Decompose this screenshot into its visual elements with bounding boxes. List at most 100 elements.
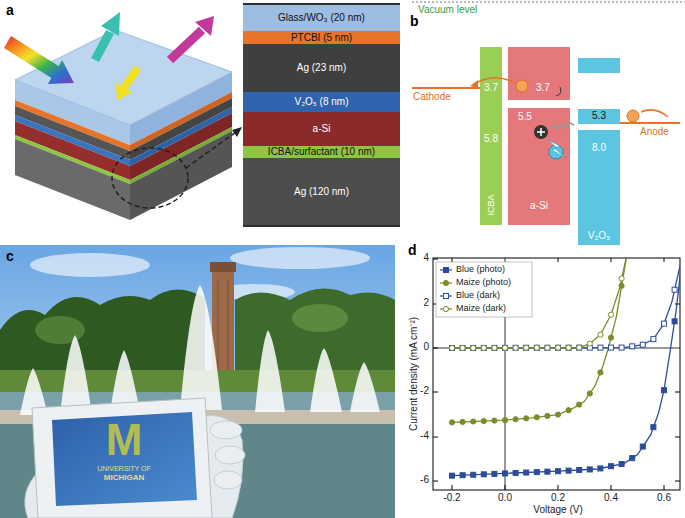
iv-curve (452, 258, 627, 348)
data-marker (513, 470, 518, 475)
data-marker (524, 470, 529, 475)
energy-value: 5.3 (592, 110, 606, 122)
layer-label: ICBA/surfactant (10 nm) (268, 146, 375, 158)
data-marker (566, 408, 571, 413)
legend-text: Maize (photo) (456, 278, 511, 287)
tick-label: 2 (423, 298, 429, 308)
layer-band: ICBA/surfactant (10 nm) (243, 146, 400, 158)
figure-label: M (106, 418, 143, 462)
data-marker (492, 471, 497, 476)
iv-curve (452, 258, 680, 476)
data-marker (566, 468, 571, 473)
energy-value: 5.5 (518, 111, 532, 123)
layer-label: Ag (120 nm) (294, 186, 349, 198)
data-marker (609, 464, 614, 469)
data-marker (534, 345, 539, 350)
data-marker (640, 444, 645, 449)
layer-label: Ag (23 nm) (297, 62, 346, 74)
layer-band: a-Si (243, 112, 400, 146)
iv-curve (452, 258, 627, 422)
layer-label: a-Si (313, 123, 331, 135)
data-marker (651, 337, 656, 342)
legend-sample-marker (443, 306, 448, 311)
chart-axes (433, 258, 680, 490)
data-marker (672, 287, 677, 292)
data-marker (524, 416, 529, 421)
panel-letter: d (408, 243, 417, 257)
figure-label: MICHIGAN (104, 474, 144, 482)
data-marker (587, 467, 592, 472)
tick-label: -4 (420, 431, 429, 441)
energy-level-box: 8.0V₂O₅ (578, 130, 620, 245)
data-marker (598, 466, 603, 471)
data-marker (481, 472, 486, 477)
photo (0, 245, 395, 518)
data-marker (577, 468, 582, 473)
layer-band: Glass/WO₃ (20 nm) (243, 5, 400, 31)
data-marker (566, 345, 571, 350)
energy-level-box: 3.7 (508, 47, 570, 100)
legend-text: Blue (dark) (456, 291, 500, 300)
data-marker (651, 425, 656, 430)
data-marker (503, 471, 508, 476)
iv-curve (452, 258, 680, 348)
figure-label: Cathode (413, 92, 451, 102)
energy-value: ICBA (485, 194, 497, 215)
data-marker (503, 345, 508, 350)
data-marker (577, 402, 582, 407)
data-marker (460, 473, 465, 478)
data-marker (450, 346, 455, 351)
energy-value: 3.7 (484, 82, 498, 94)
data-marker (598, 370, 603, 375)
data-marker (471, 345, 476, 350)
data-marker (450, 473, 455, 478)
data-marker (640, 342, 645, 347)
data-marker (598, 345, 603, 350)
energy-diagram (412, 2, 685, 245)
panel-letter: a (6, 3, 14, 17)
layer-band: PTCBI (5 nm) (243, 31, 400, 44)
data-marker (555, 345, 560, 350)
data-marker (481, 418, 486, 423)
data-marker (524, 345, 529, 350)
tick-label: -2 (420, 386, 429, 396)
data-marker (492, 345, 497, 350)
data-marker (672, 319, 677, 324)
data-marker (460, 419, 465, 424)
legend-sample-marker (444, 268, 449, 273)
data-marker (502, 418, 507, 423)
energy-level-box: 5.3 (578, 109, 620, 124)
energy-value: V₂O₅ (588, 230, 610, 242)
panel-letter: c (6, 249, 14, 263)
data-marker (619, 345, 624, 350)
data-marker (502, 345, 507, 350)
data-marker (598, 332, 603, 337)
data-marker (545, 345, 550, 350)
data-marker (481, 345, 486, 350)
layer-band: Ag (120 nm) (243, 158, 400, 225)
data-marker (577, 345, 582, 350)
legend-samples (440, 268, 452, 312)
data-marker (566, 345, 571, 350)
data-marker (449, 420, 454, 425)
data-marker (662, 321, 667, 326)
axis-title: Voltage (V) (533, 505, 582, 515)
data-marker (460, 345, 465, 350)
tick-label: -6 (420, 475, 429, 485)
data-marker (608, 312, 613, 317)
tick-label: 0.2 (551, 493, 565, 503)
data-marker (471, 472, 476, 477)
data-marker (513, 345, 518, 350)
layer-label: V₂O₅ (8 nm) (294, 96, 348, 108)
device-cube (4, 12, 242, 220)
figure-label: Vacuum level (418, 5, 477, 15)
figure-label: Anode (640, 127, 669, 137)
data-marker (492, 345, 497, 350)
data-marker (662, 388, 667, 393)
legend-text: Blue (photo) (456, 265, 505, 274)
data-marker (619, 461, 624, 466)
tick-label: 0.4 (604, 493, 618, 503)
legend-text: Maize (dark) (456, 304, 506, 313)
panel-letter: b (410, 14, 419, 28)
